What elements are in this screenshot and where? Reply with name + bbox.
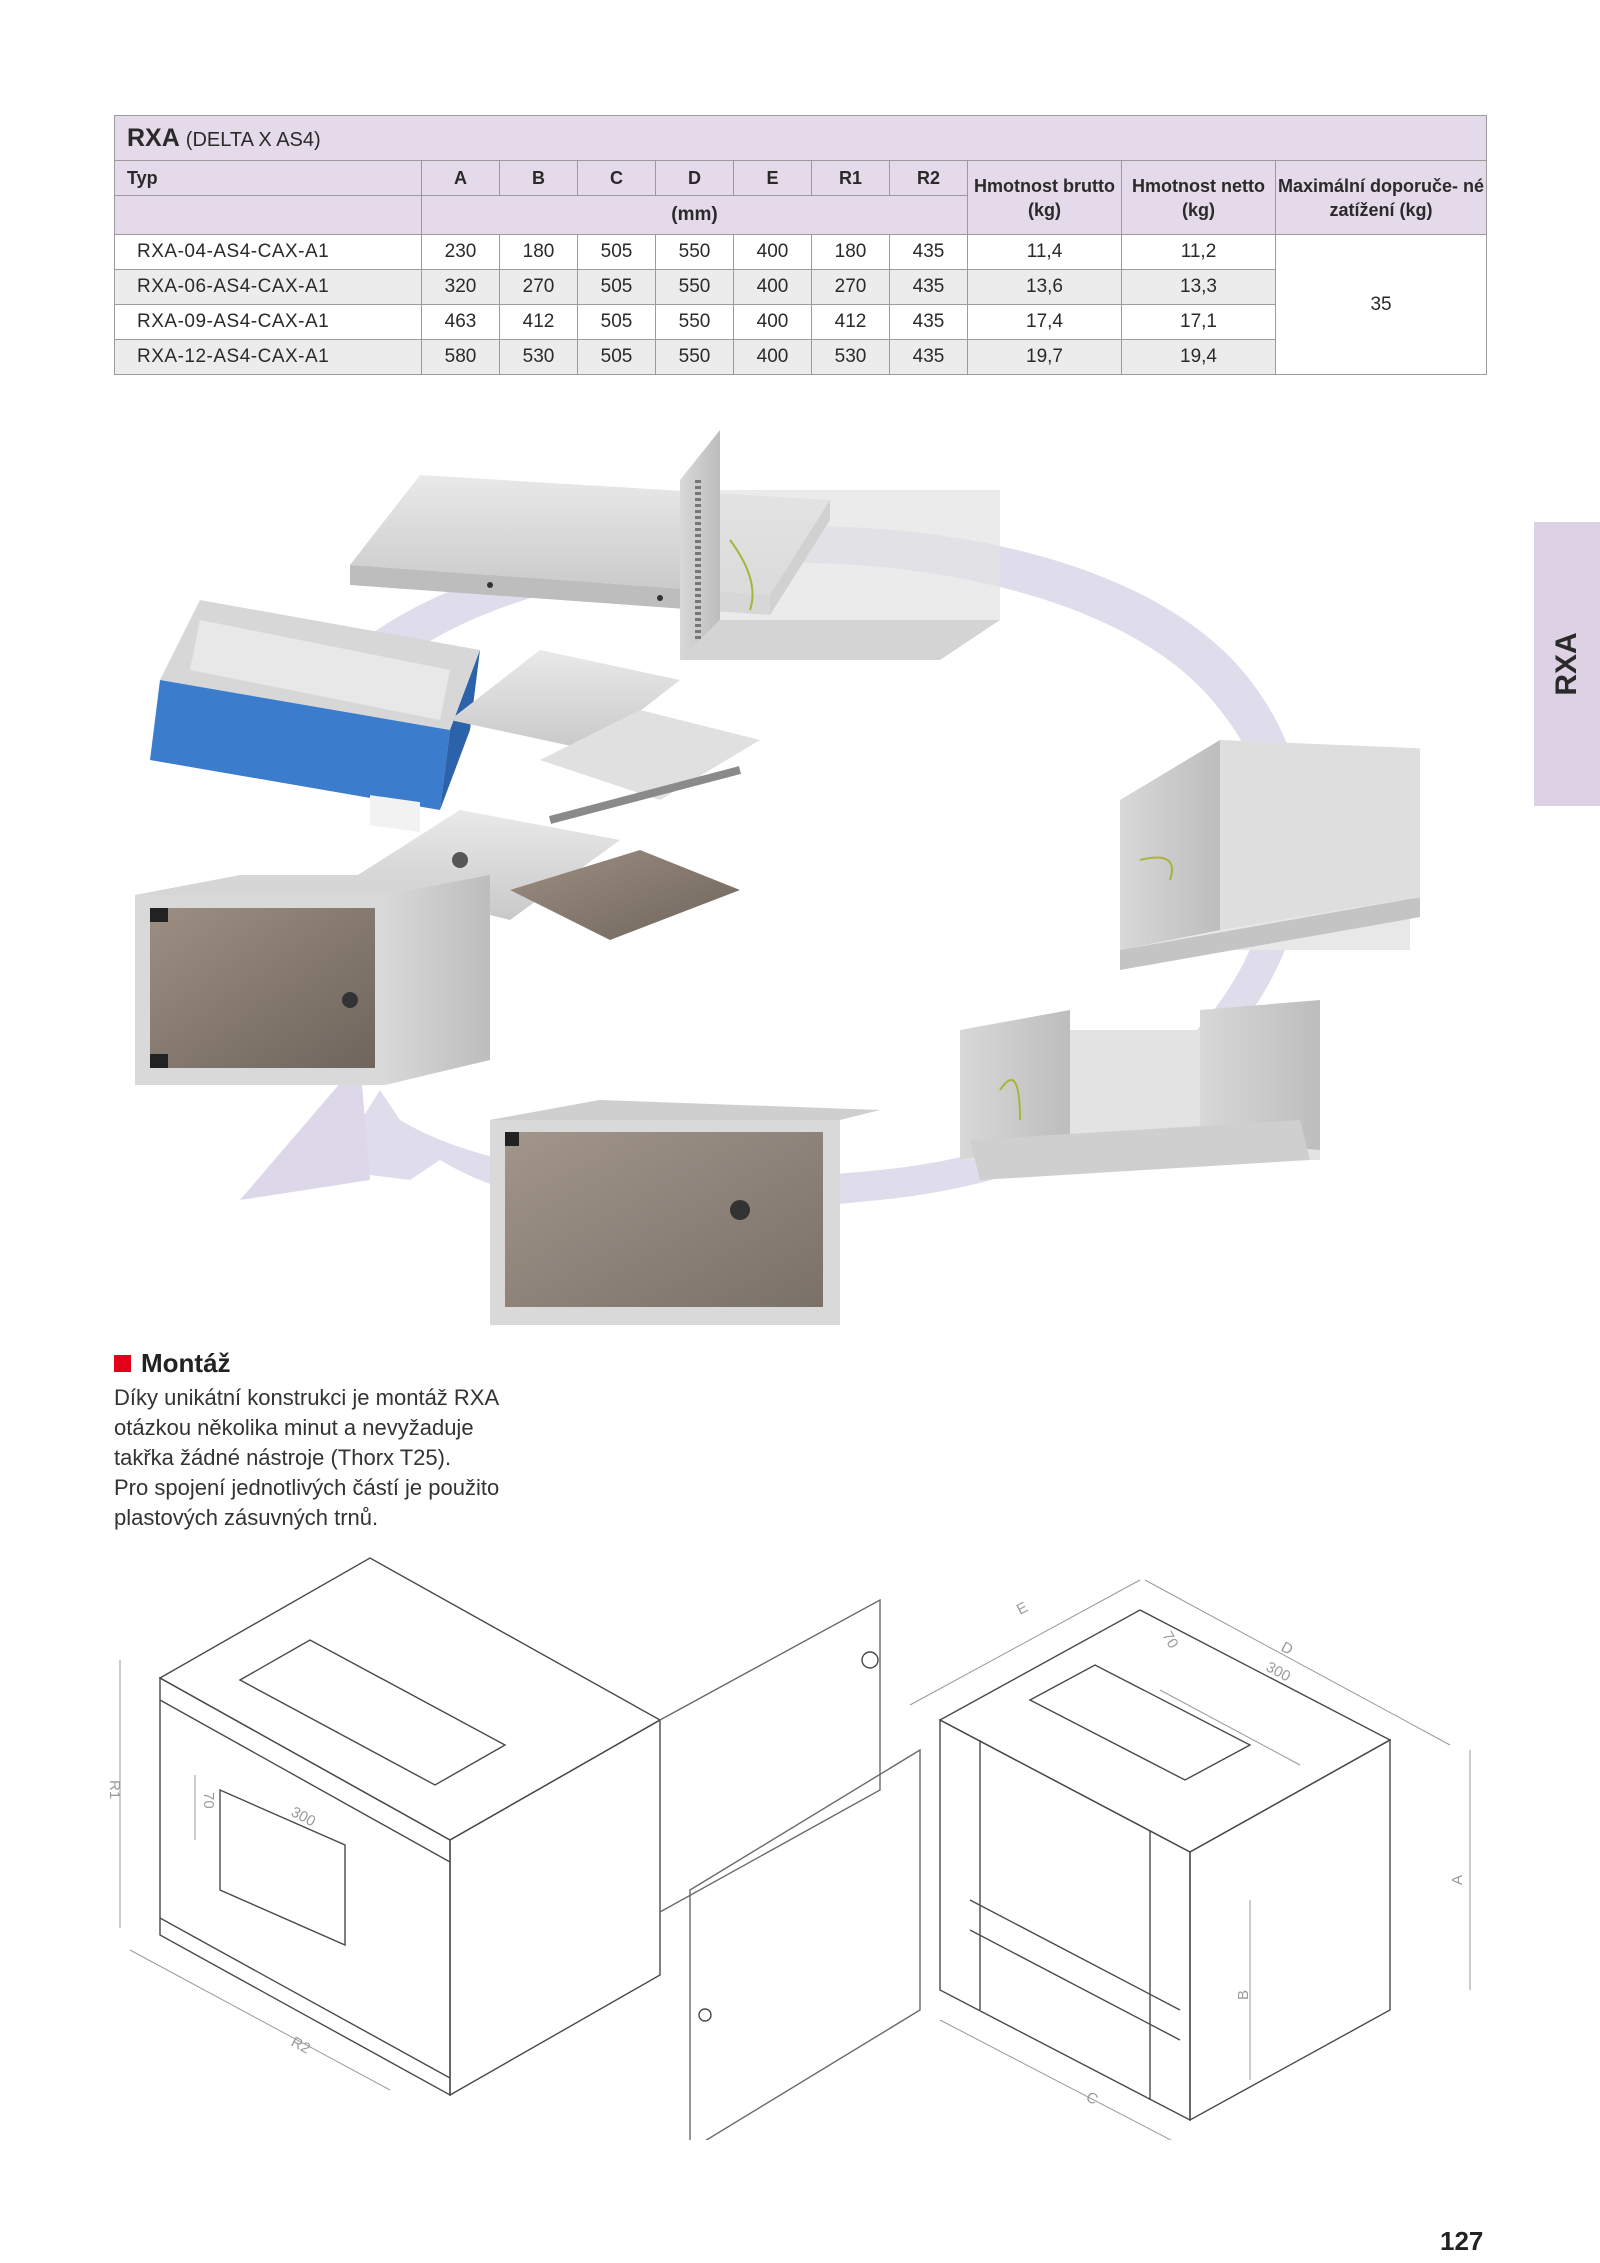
cell-r2: 435	[889, 269, 968, 305]
bullet-square-icon	[114, 1355, 131, 1372]
cell-brutto: 13,6	[967, 269, 1122, 305]
technical-drawings: R1 R2 70 300 E D 70 300 A B C	[106, 1557, 1471, 2140]
table-title-rest: (DELTA X AS4)	[185, 128, 321, 151]
table-row: RXA-04-AS4-CAX-A1 230 180 505 550 400 18…	[114, 234, 1488, 375]
cell-a: 580	[421, 339, 500, 375]
side-tab: RXA	[1534, 522, 1600, 806]
table-title-bold: RXA	[127, 123, 180, 152]
cell-netto: 11,2	[1121, 234, 1276, 270]
cycle-arrow	[240, 526, 1307, 1212]
cell-r1: 270	[811, 269, 890, 305]
cell-brutto: 17,4	[967, 304, 1122, 340]
drawing-closed-cabinet	[158, 1557, 921, 2140]
cell-r1: 180	[811, 234, 890, 270]
header-c: C	[577, 160, 656, 196]
cell-b: 180	[499, 234, 578, 270]
dim-label-b: B	[1235, 1990, 1252, 2000]
header-b: B	[499, 160, 578, 196]
page-number: 127	[1440, 2226, 1484, 2256]
assembly-cycle-illustration	[135, 430, 1420, 1325]
header-brutto: Hmotnost brutto (kg)	[967, 160, 1122, 235]
header-typ-blank	[114, 195, 422, 235]
cell-e: 400	[733, 304, 812, 340]
dim-label-a: A	[1449, 1875, 1466, 1885]
header-netto: Hmotnost netto (kg)	[1121, 160, 1276, 235]
photo-side-frames	[1120, 740, 1420, 970]
cell-c: 505	[577, 234, 656, 270]
photo-partial-assembly	[960, 1000, 1320, 1180]
dim-label-e: E	[1014, 1599, 1031, 1619]
cell-netto: 19,4	[1121, 339, 1276, 375]
dim-label-70-left: 70	[200, 1792, 217, 1809]
side-tab-label: RXA	[1550, 632, 1583, 696]
header-r1: R1	[811, 160, 890, 196]
cell-max: 35	[1274, 234, 1488, 375]
cell-b: 530	[499, 339, 578, 375]
table-row: RXA-12-AS4-CAX-A1 580 530 505 550 400 53…	[114, 339, 1487, 375]
cell-r2: 435	[889, 234, 968, 270]
photo-assembled-cabinet	[135, 875, 490, 1085]
cell-d: 550	[655, 339, 734, 375]
cell-brutto: 19,7	[967, 339, 1122, 375]
cell-r2: 435	[889, 304, 968, 340]
cell-r1: 530	[811, 339, 890, 375]
cell-brutto: 11,4	[967, 234, 1122, 270]
assembly-text-line: takřka žádné nástroje (Thorx T25).	[114, 1445, 452, 1470]
assembly-text-line: Díky unikátní konstrukci je montáž RXA	[114, 1385, 500, 1410]
header-e: E	[733, 160, 812, 196]
dim-label-70-right: 70	[1159, 1629, 1182, 1652]
assembly-heading-text: Montáž	[141, 1348, 231, 1378]
drawing-dimension-labels: R1 R2 70 300 E D 70 300 A B C	[106, 1599, 1466, 2109]
cell-a: 463	[421, 304, 500, 340]
table-row: RXA-06-AS4-CAX-A1 320 270 505 550 400 27…	[114, 269, 1487, 305]
cell-d: 550	[655, 269, 734, 305]
header-typ: Typ	[114, 160, 422, 196]
cell-typ: RXA-12-AS4-CAX-A1	[114, 339, 422, 375]
cell-netto: 13,3	[1121, 269, 1276, 305]
cell-a: 230	[421, 234, 500, 270]
cell-c: 505	[577, 304, 656, 340]
cell-c: 505	[577, 269, 656, 305]
cell-a: 320	[421, 269, 500, 305]
cell-b: 412	[499, 304, 578, 340]
dim-label-300-right: 300	[1263, 1659, 1293, 1686]
cell-e: 400	[733, 234, 812, 270]
assembly-description: Montáž Díky unikátní konstrukci je montá…	[114, 1348, 574, 1533]
header-r2: R2	[889, 160, 968, 196]
cell-d: 550	[655, 304, 734, 340]
cell-netto: 17,1	[1121, 304, 1276, 340]
header-a: A	[421, 160, 500, 196]
header-unit: (mm)	[421, 195, 968, 235]
dim-label-300-left: 300	[288, 1804, 318, 1831]
spec-table: RXA(DELTA X AS4) Typ A B C D E R1 R2 Hmo…	[113, 115, 1488, 375]
cell-e: 400	[733, 339, 812, 375]
cell-r2: 435	[889, 339, 968, 375]
dim-label-r1: R1	[106, 1780, 123, 1799]
assembly-text-line: Pro spojení jednotlivých částí je použit…	[114, 1475, 500, 1500]
photo-packaged-unit	[150, 600, 480, 833]
photo-cabinet-with-door	[490, 1100, 880, 1325]
cell-b: 270	[499, 269, 578, 305]
table-title-row: RXA(DELTA X AS4)	[113, 115, 1488, 161]
cell-typ: RXA-04-AS4-CAX-A1	[114, 234, 422, 270]
dim-label-d: D	[1278, 1639, 1296, 1659]
table-header-row: Typ A B C D E R1 R2 Hmotnost brutto (kg)…	[114, 160, 1488, 235]
assembly-text-line: plastových zásuvných trnů.	[114, 1505, 379, 1530]
photo-rear-panel	[680, 430, 1000, 660]
cell-r1: 412	[811, 304, 890, 340]
cell-typ: RXA-06-AS4-CAX-A1	[114, 269, 422, 305]
cell-typ: RXA-09-AS4-CAX-A1	[114, 304, 422, 340]
table-title: RXA(DELTA X AS4)	[113, 115, 1488, 161]
cell-c: 505	[577, 339, 656, 375]
cell-d: 550	[655, 234, 734, 270]
header-d: D	[655, 160, 734, 196]
assembly-text-line: otázkou několika minut a nevyžaduje	[114, 1415, 474, 1440]
drawing-open-frame	[938, 1609, 1392, 2122]
header-max: Maximální doporuče- né zatížení (kg)	[1274, 160, 1488, 235]
assembly-heading: Montáž	[114, 1348, 574, 1379]
cell-e: 400	[733, 269, 812, 305]
dim-label-c: C	[1083, 2089, 1101, 2109]
